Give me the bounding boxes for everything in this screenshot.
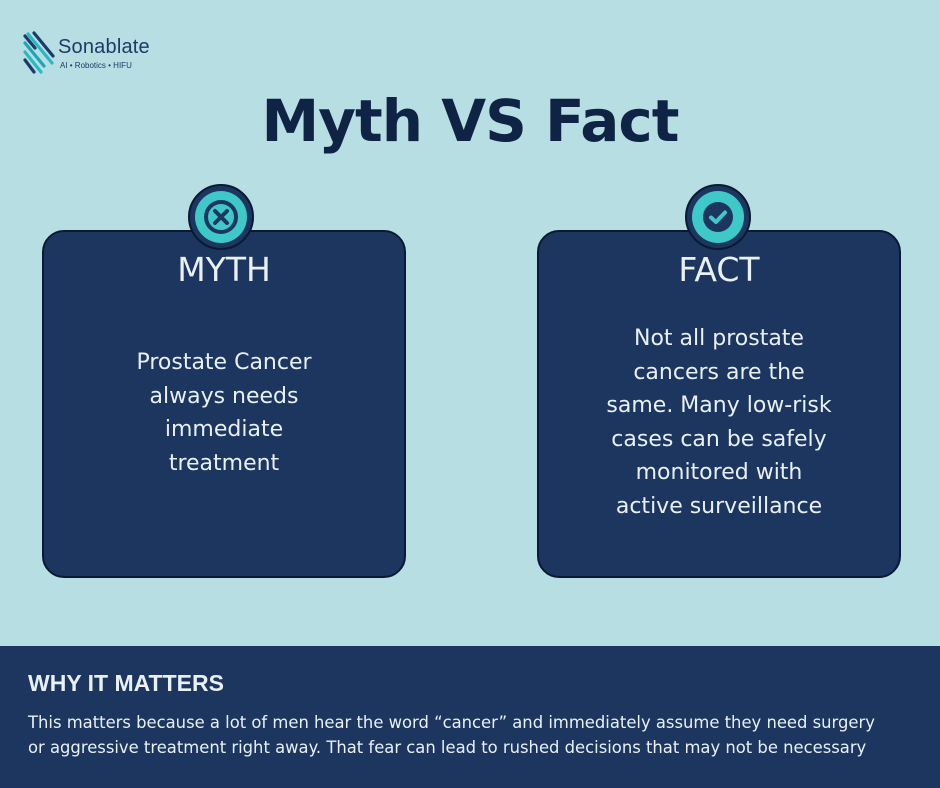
page-title: Myth VS Fact [261,87,679,155]
fact-line: same. Many low-risk [606,393,832,418]
myth-line: Prostate Cancer [136,350,312,375]
why-text: This matters because a lot of men hear t… [28,710,928,760]
brand-tagline: AI • Robotics • HIFU [60,61,132,70]
myth-badge [188,184,254,250]
myth-line: always needs [149,383,299,409]
fact-badge [685,184,751,250]
check-circle-icon [692,191,744,243]
myth-card: MYTH Prostate Cancer always needs immedi… [42,230,406,578]
fact-text: Not all prostate cancers are the same. M… [587,322,851,523]
why-it-matters-section: WHY IT MATTERS This matters because a lo… [0,646,940,788]
stripes-logo-icon [23,31,55,74]
brand-logo: Sonablate AI • Robotics • HIFU [22,30,162,80]
fact-heading: FACT [678,250,760,289]
why-heading: WHY IT MATTERS [28,670,224,696]
fact-line: active surveillance [615,493,823,519]
myth-heading: MYTH [177,250,271,289]
myth-text: Prostate Cancer always needs immediate t… [118,346,330,480]
myth-line: immediate [164,417,284,442]
myth-line: treatment [168,450,280,476]
brand-name: Sonablate [58,36,150,58]
why-line: or aggressive treatment right away. That… [28,738,867,757]
fact-line: cancers are the [633,359,805,385]
fact-line: cases can be safely [611,426,827,452]
fact-card: FACT Not all prostate cancers are the sa… [537,230,901,578]
x-circle-icon [195,191,247,243]
fact-line: monitored with [635,460,803,485]
why-line: This matters because a lot of men hear t… [28,713,875,732]
fact-line: Not all prostate [634,326,804,351]
